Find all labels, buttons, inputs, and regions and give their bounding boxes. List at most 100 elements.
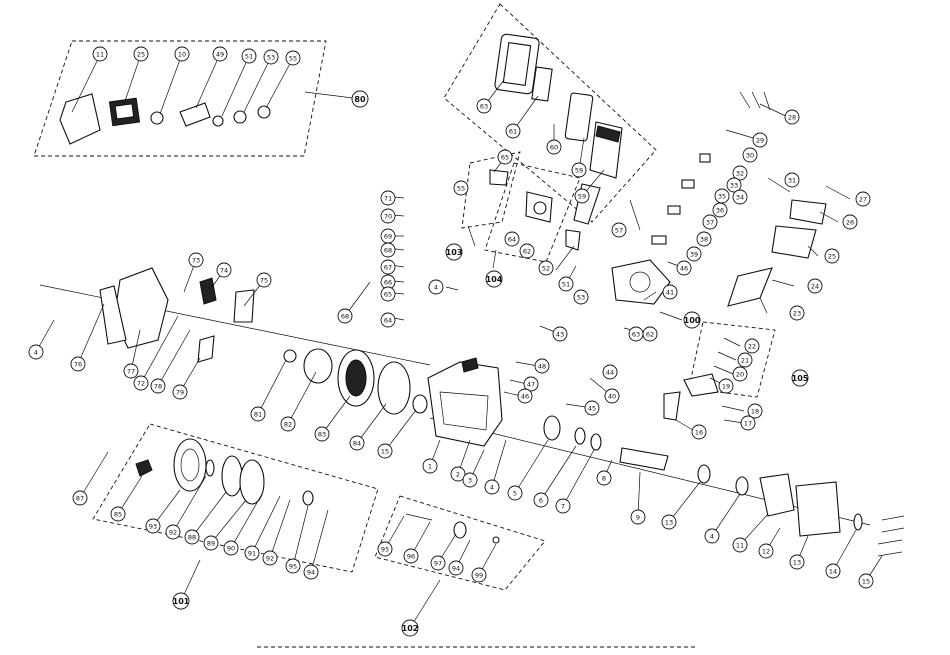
callout-number: 63 <box>632 330 640 338</box>
callout-circle <box>517 388 533 404</box>
callout-circle <box>337 308 353 324</box>
callout-number: 15 <box>862 577 870 585</box>
callout-circle <box>842 214 858 230</box>
callout-23: 23 <box>789 305 805 321</box>
callout-circle <box>72 490 88 506</box>
callout-circle <box>203 535 219 551</box>
callout-number: 51 <box>245 52 253 60</box>
callout-number: 4 <box>490 483 494 491</box>
callout-12: 12 <box>758 543 774 559</box>
callout-number: 87 <box>76 494 84 502</box>
callout-number: 53 <box>267 53 275 61</box>
callout-78: 78 <box>150 378 166 394</box>
callout-3: 3 <box>462 472 478 488</box>
callout-number: 21 <box>741 356 749 364</box>
callout-46: 46 <box>517 388 533 404</box>
callout-69: 69 <box>380 228 396 244</box>
callout-circle <box>244 545 260 561</box>
callout-circle <box>732 189 748 205</box>
callout-77: 77 <box>123 363 139 379</box>
callout-circle <box>584 400 600 416</box>
callout-number: 105 <box>792 374 809 383</box>
callout-26: 26 <box>842 214 858 230</box>
callout-circle <box>740 415 756 431</box>
callout-circle <box>571 162 587 178</box>
callout-circle <box>611 222 627 238</box>
callout-number: 100 <box>684 316 701 325</box>
callout-number: 36 <box>716 206 724 214</box>
callout-24: 24 <box>807 278 823 294</box>
callout-circle <box>285 50 301 66</box>
callout-25: 25 <box>133 46 149 62</box>
callout-number: 99 <box>475 571 483 579</box>
callout-13: 13 <box>789 554 805 570</box>
callout-number: 91 <box>248 549 256 557</box>
callout-7: 7 <box>555 498 571 514</box>
callout-59: 59 <box>574 188 590 204</box>
callout-number: 75 <box>260 276 268 284</box>
callout-circle <box>401 619 419 637</box>
callout-43: 43 <box>552 326 568 342</box>
callout-number: 4 <box>710 532 714 540</box>
callout-number: 83 <box>318 430 326 438</box>
callout-number: 104 <box>486 275 503 284</box>
callout-number: 40 <box>608 392 616 400</box>
callout-4: 4 <box>484 479 500 495</box>
callout-55: 55 <box>453 180 469 196</box>
callout-circle <box>172 592 190 610</box>
callout-9: 9 <box>630 509 646 525</box>
callout-4: 4 <box>28 344 44 360</box>
callout-91: 91 <box>244 545 260 561</box>
bolt-parts <box>877 515 905 557</box>
callout-35: 35 <box>714 188 730 204</box>
callout-number: 15 <box>381 447 389 455</box>
callout-circle <box>428 279 444 295</box>
callout-number: 11 <box>736 541 744 549</box>
callout-circle <box>256 272 272 288</box>
callout-number: 32 <box>736 169 744 177</box>
callout-circle <box>538 260 554 276</box>
callout-circle <box>262 550 278 566</box>
callout-number: 38 <box>700 235 708 243</box>
callout-68: 68 <box>380 242 396 258</box>
callout-circle <box>519 243 535 259</box>
callout-79: 79 <box>172 384 188 400</box>
callout-circle <box>303 564 319 580</box>
callout-circle <box>824 248 840 264</box>
callout-circle <box>737 352 753 368</box>
callout-87: 87 <box>72 490 88 506</box>
group-boundary-105 <box>688 321 776 398</box>
callout-number: 74 <box>220 266 228 274</box>
callout-circle <box>110 506 126 522</box>
callout-21: 21 <box>737 352 753 368</box>
callout-94: 94 <box>303 564 319 580</box>
callout-number: 41 <box>666 288 674 296</box>
callout-64: 64 <box>380 312 396 328</box>
callout-circle <box>789 305 805 321</box>
callout-34: 34 <box>732 189 748 205</box>
callout-number: 61 <box>509 127 517 135</box>
callout-number: 26 <box>846 218 854 226</box>
callout-circle <box>574 188 590 204</box>
callout-circle <box>165 524 181 540</box>
callout-103: 103 <box>445 243 463 261</box>
callout-circle <box>732 165 748 181</box>
callout-94: 94 <box>448 560 464 576</box>
callout-circle <box>377 541 393 557</box>
callout-circle <box>747 403 763 419</box>
callout-circle <box>573 289 589 305</box>
callout-number: 65 <box>501 153 509 161</box>
callout-circle <box>241 48 257 64</box>
callout-circle <box>504 231 520 247</box>
callout-circle <box>314 426 330 442</box>
callout-number: 52 <box>542 264 550 272</box>
callout-circle <box>507 485 523 501</box>
callout-number: 8 <box>602 474 606 482</box>
callout-22: 22 <box>744 338 760 354</box>
callout-number: 47 <box>527 380 535 388</box>
callout-number: 71 <box>384 194 392 202</box>
callout-number: 24 <box>811 282 819 290</box>
callout-84: 84 <box>349 435 365 451</box>
callout-circle <box>184 529 200 545</box>
